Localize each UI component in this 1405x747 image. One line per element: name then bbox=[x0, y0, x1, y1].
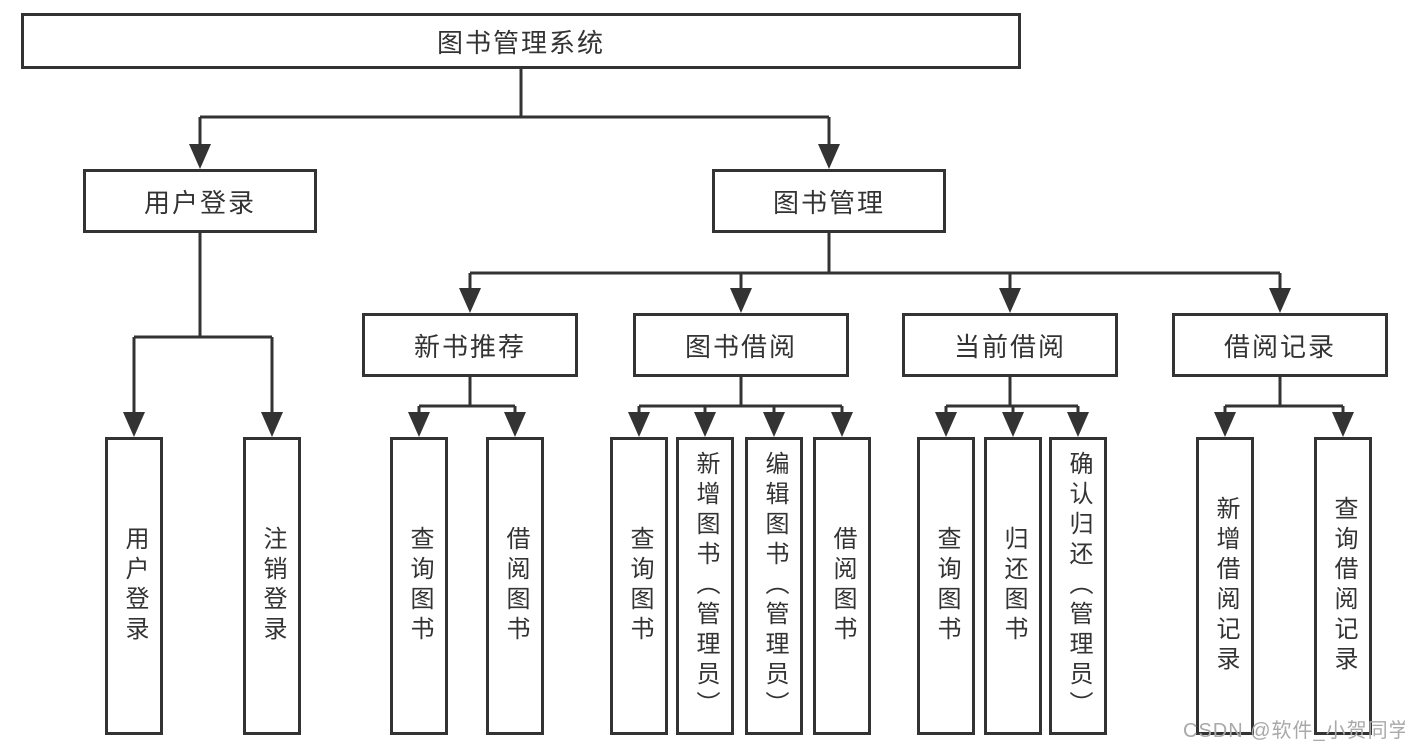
leaf-add-borrow-record: 新增借阅记录 bbox=[1196, 437, 1254, 735]
node-new-book-recommendation: 新书推荐 bbox=[362, 313, 578, 377]
leaf-confirm-return-admin: 确认归还（管理员） bbox=[1049, 437, 1107, 735]
leaf-add-book-admin: 新增图书（管理员） bbox=[676, 437, 734, 735]
leaf-query-books-recommend: 查询图书 bbox=[390, 437, 448, 735]
leaf-borrow-books-recommend: 借阅图书 bbox=[486, 437, 544, 735]
node-current-borrowing: 当前借阅 bbox=[902, 313, 1118, 377]
node-library-system: 图书管理系统 bbox=[21, 13, 1021, 69]
leaf-logout: 注销登录 bbox=[243, 437, 301, 735]
leaf-query-books-borrow: 查询图书 bbox=[610, 437, 668, 735]
leaf-borrow-books-borrow: 借阅图书 bbox=[813, 437, 871, 735]
leaf-query-books-current: 查询图书 bbox=[917, 437, 975, 735]
leaf-query-borrow-record: 查询借阅记录 bbox=[1314, 437, 1372, 735]
node-book-borrowing: 图书借阅 bbox=[633, 313, 849, 377]
node-book-management: 图书管理 bbox=[712, 169, 946, 233]
leaf-edit-book-admin: 编辑图书（管理员） bbox=[745, 437, 803, 735]
leaf-user-login: 用户登录 bbox=[105, 437, 163, 735]
node-user-login: 用户登录 bbox=[83, 169, 317, 233]
node-borrowing-records: 借阅记录 bbox=[1172, 313, 1388, 377]
watermark: CSDN @软件_小贺同学 bbox=[1183, 720, 1405, 742]
leaf-return-books: 归还图书 bbox=[984, 437, 1042, 735]
